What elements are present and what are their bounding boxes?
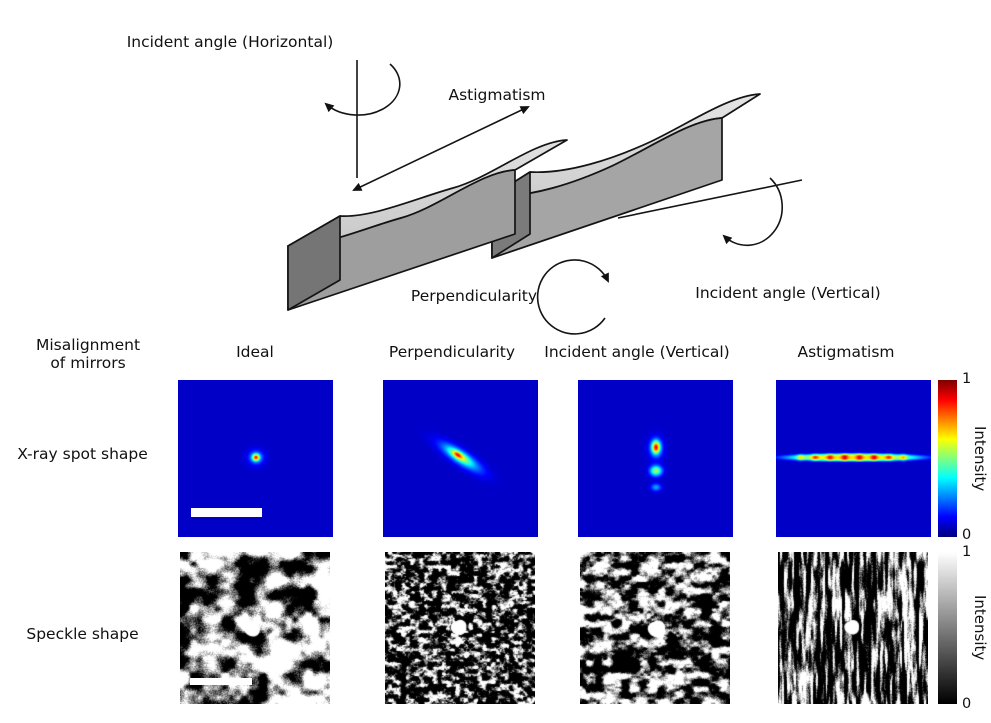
speckle-panel-astigmatism <box>778 552 928 704</box>
scale-bar <box>191 508 262 517</box>
mirror-right <box>491 93 761 259</box>
xray-panel-perpendicularity <box>383 380 538 537</box>
scale-bar <box>190 678 252 685</box>
row-label-xray-spot-shape: X-ray spot shape <box>17 445 148 463</box>
colorbar-jet <box>938 380 957 537</box>
speckle-panel-incident-vertical <box>580 552 730 704</box>
label-incident-horizontal: Incident angle (Horizontal) <box>127 33 334 51</box>
xray-panel-ideal <box>178 380 333 537</box>
perpendicularity-rotation-arrow <box>536 259 609 335</box>
speckle-image-astigmatism <box>778 552 928 704</box>
colorbar-jet-max-tick: 1 <box>962 371 972 387</box>
colorbar-jet-label: Intensity <box>971 425 989 492</box>
diagram-annotations <box>324 60 803 335</box>
mirror-left-end-face <box>287 215 341 311</box>
incident-horizontal-rotation-arrow <box>324 63 401 116</box>
mirror-diagram: Incident angle (Horizontal) Astigmatism … <box>127 33 881 335</box>
speckle-panel-perpendicularity <box>385 552 535 704</box>
colorbar-gray-min-tick: 0 <box>962 696 972 712</box>
column-header-astigmatism: Astigmatism <box>797 343 895 361</box>
label-astigmatism: Astigmatism <box>448 86 545 104</box>
column-header-perpendicularity: Perpendicularity <box>388 343 516 361</box>
xray-heatmap-perpendicularity <box>383 380 538 537</box>
column-header-ideal: Ideal <box>236 343 274 361</box>
row-label-speckle-shape: Speckle shape <box>26 625 139 643</box>
row-group-label: Misalignment of mirrors <box>35 336 141 372</box>
colorbar-gray <box>938 552 957 704</box>
astigmatism-double-arrow <box>352 106 530 191</box>
mirror-right-front-face <box>491 117 723 259</box>
mirror-left <box>287 139 568 311</box>
vertical-rotation-axis-line <box>617 179 803 219</box>
xray-heatmap-astigmatism <box>776 380 931 537</box>
colorbar-gray-gradient <box>938 552 957 704</box>
xray-panel-astigmatism <box>776 380 931 537</box>
xray-panel-incident-vertical <box>578 380 733 537</box>
xray-heatmap-incident-vertical <box>578 380 733 537</box>
column-header-incident-vertical: Incident angle (Vertical) <box>544 343 730 361</box>
label-incident-vertical: Incident angle (Vertical) <box>695 284 880 302</box>
label-perpendicularity: Perpendicularity <box>411 287 537 305</box>
colorbar-gray-max-tick: 1 <box>962 544 972 560</box>
speckle-image-incident-vertical <box>580 552 730 704</box>
speckle-image-perpendicularity <box>385 552 535 704</box>
colorbar-jet-min-tick: 0 <box>962 527 972 543</box>
speckle-panel-ideal <box>180 552 330 704</box>
colorbar-jet-gradient <box>938 380 957 537</box>
incident-vertical-rotation-arrow <box>722 177 783 247</box>
colorbar-gray-label: Intensity <box>971 595 989 661</box>
